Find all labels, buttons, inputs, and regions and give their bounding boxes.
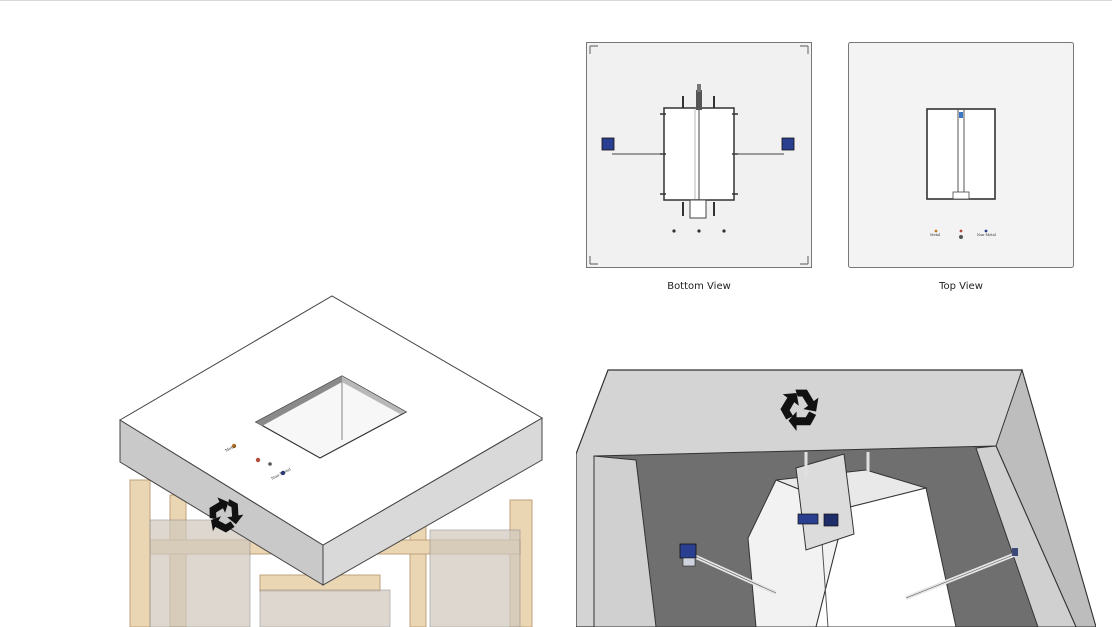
top-view-metal-label: Metal: [930, 233, 941, 237]
top-divider: [0, 0, 1112, 1]
bottom-view-drawing: [586, 42, 812, 268]
top-view-caption: Top View: [939, 281, 983, 292]
interior-bin-drawing: [576, 368, 1096, 627]
recycle-icon: [209, 497, 244, 533]
top-view-drawing: [848, 42, 1074, 268]
isometric-bin-drawing: Metal Non-Metal: [119, 295, 543, 627]
recycle-icon-lid: [780, 389, 819, 431]
bottom-view-caption: Bottom View: [667, 281, 731, 292]
iso-metal-label: Metal: [224, 443, 237, 453]
top-view-nonmetal-label: Non-Metal: [977, 233, 996, 237]
